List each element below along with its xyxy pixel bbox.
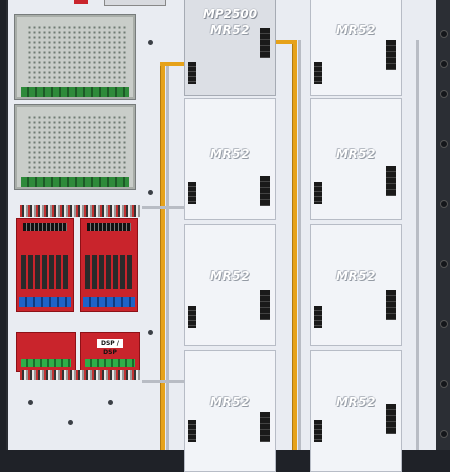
orange-cable-bundle	[160, 62, 165, 450]
terminal-block-blue	[19, 297, 71, 307]
grey-cable-run	[142, 380, 190, 383]
relay-board-2	[80, 218, 138, 312]
power-module: MR52	[184, 350, 276, 472]
module-label: MR52	[336, 23, 376, 37]
right-rail	[436, 0, 450, 450]
terminal-block-blue	[83, 297, 135, 307]
power-supply-2	[14, 104, 136, 190]
relay-bank	[85, 255, 133, 289]
power-module: MR52	[184, 224, 276, 346]
terminal-block-green	[85, 359, 135, 367]
module-connector	[314, 306, 322, 328]
rail-hole	[440, 260, 448, 268]
module-label: MR52	[336, 147, 376, 161]
module-label: MR52	[336, 395, 376, 409]
rail-hole	[440, 200, 448, 208]
power-supply-1	[14, 14, 136, 100]
orange-cable-bundle	[292, 40, 297, 450]
dsp-label: DSP / DSP	[97, 339, 123, 356]
module-connector	[260, 290, 270, 320]
wire-bundle	[20, 370, 140, 380]
terminal-block	[21, 177, 129, 187]
orange-cable-run	[160, 62, 190, 66]
top-device	[104, 0, 166, 6]
rail-hole	[440, 140, 448, 148]
module-connector	[188, 62, 196, 84]
module-connector	[386, 404, 396, 434]
module-label: MR52	[336, 269, 376, 283]
module-connector	[260, 412, 270, 442]
mounting-hole	[148, 330, 153, 335]
rail-hole	[440, 380, 448, 388]
power-module: MR52	[310, 224, 402, 346]
mounting-hole	[148, 190, 153, 195]
dsp-board-2: DSP / DSP	[80, 332, 140, 372]
module-label: MR52	[210, 395, 250, 409]
wire-bundle	[20, 205, 140, 217]
module-connector	[314, 420, 322, 442]
module-connector	[260, 176, 270, 206]
mounting-hole	[148, 40, 153, 45]
relay-board-1	[16, 218, 74, 312]
module-connector	[188, 182, 196, 204]
rail-hole	[440, 60, 448, 68]
dsp-board-1	[16, 332, 76, 372]
module-connector	[386, 166, 396, 196]
rail-hole	[440, 430, 448, 438]
module-connector	[386, 40, 396, 70]
vent-grid	[27, 115, 127, 173]
power-module: MR52	[310, 98, 402, 220]
module-connector	[188, 420, 196, 442]
power-module: MR52	[184, 98, 276, 220]
module-label: MR52	[210, 269, 250, 283]
module-label: MR52	[210, 147, 250, 161]
grey-cable	[416, 40, 419, 450]
module-connector	[260, 28, 270, 58]
backplane-panel: DSP / DSP MP2500 MR52 MR52 MR52 MR52 MR5…	[6, 0, 440, 472]
top-red-component	[74, 0, 88, 4]
module-connector	[314, 62, 322, 84]
grey-cable	[298, 40, 301, 450]
grey-cable	[166, 62, 169, 450]
rail-hole	[440, 320, 448, 328]
module-connector	[314, 182, 322, 204]
relay-bank	[21, 255, 69, 289]
model-label: MP2500	[202, 7, 258, 21]
rail-hole	[440, 30, 448, 38]
module-connector	[188, 306, 196, 328]
orange-cable-run	[264, 40, 296, 44]
rail-hole	[440, 90, 448, 98]
mounting-hole	[68, 420, 73, 425]
module-label: MR52	[210, 23, 250, 37]
terminal-block	[21, 87, 129, 97]
mounting-hole	[28, 400, 33, 405]
module-connector	[386, 290, 396, 320]
vent-grid	[27, 25, 127, 83]
pin-header	[87, 223, 131, 231]
grey-cable-run	[142, 206, 190, 209]
mounting-hole	[108, 400, 113, 405]
pin-header	[23, 223, 67, 231]
terminal-block-green	[21, 359, 71, 367]
